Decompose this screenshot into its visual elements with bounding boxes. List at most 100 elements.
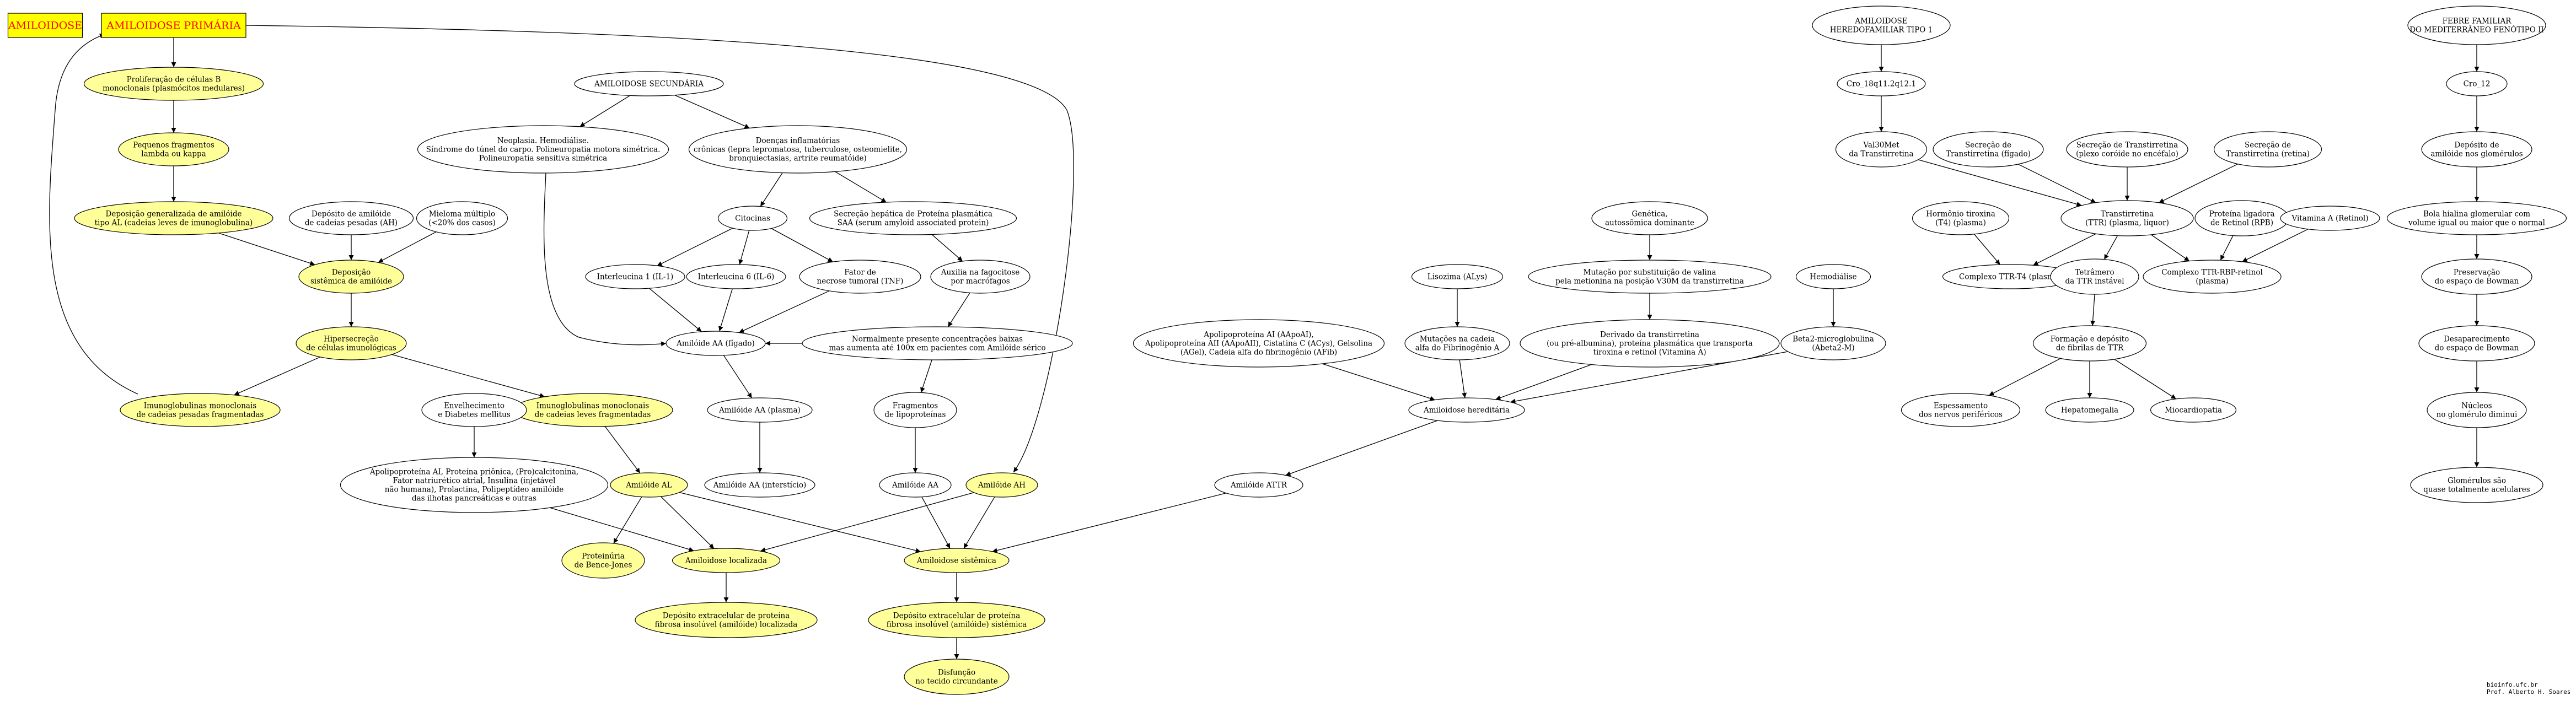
node-genetica: Genética,autossômica dominante [1591, 201, 1708, 235]
node-label-line: por macrófagos [951, 277, 1010, 286]
node-deposito-sistemica: Depósito extracelular de proteínafibrosa… [868, 602, 1045, 638]
node-hormonio-tiroxina: Hormônio tiroxina(T4) (plasma) [1912, 201, 2010, 235]
node-label-line: (AGel), Cadeia alfa do fibrinogênio (AFi… [1180, 348, 1337, 357]
node-label-line: Mutações na cadeia [1420, 335, 1495, 344]
node-shape [904, 659, 1010, 695]
node-shape [672, 548, 781, 573]
node-label-line: Bola hialina glomerular com [2423, 210, 2530, 219]
node-label-line: AMILOIDOSE SECUNDÁRIA [594, 80, 704, 89]
edge-il6-to-amiloide_aa_figado [718, 288, 733, 332]
node-shape [2410, 467, 2543, 503]
node-label-line: Citocinas [735, 214, 770, 223]
node-amiloidose-localizada: Amiloidose localizada [672, 548, 781, 573]
edge-val30met-to-transtirretina [1918, 159, 2082, 207]
node-label-line: Glomérulos são [2448, 477, 2506, 486]
node-miocardiopatia: Miocardiopatia [2150, 397, 2237, 423]
node-label-line: SAA (serum amyloid associated protein) [838, 219, 989, 228]
node-label-line: Deposição [332, 268, 371, 277]
node-label-line: Síndrome do túnel do carpo. Polineuropat… [426, 145, 661, 154]
node-label-line: Tetrâmero [2075, 268, 2114, 277]
node-shape [1214, 472, 1303, 498]
node-shape [1837, 71, 1926, 96]
node-label-line: alfa do Fibrinogênio A [1415, 344, 1500, 353]
edge-amiloide_al-to-amiloidose_sistemica [679, 492, 921, 553]
node-label-line: quase totalmente acelulares [2423, 486, 2530, 494]
node-label-line: Amilóide AA [892, 481, 938, 490]
node-label-line: Interleucina 1 (IL-1) [597, 273, 674, 282]
node-shape [1780, 326, 1886, 360]
node-hepatomegalia: Hepatomegalia [2045, 397, 2134, 423]
node-shape [1411, 264, 1504, 289]
node-label-line: Secreção de [1965, 141, 2011, 150]
node-shape [965, 472, 1038, 498]
node-label-line: Vitamina A (Retinol) [2291, 214, 2368, 223]
node-label-line: monoclonais (plasmócitos medulares) [103, 84, 245, 93]
node-shape [1520, 319, 1780, 368]
node-shape [809, 201, 1017, 235]
node-label-line: de lipoproteínas [885, 411, 946, 419]
node-shape [2060, 200, 2194, 236]
edge-amiloide_ah-to-amiloidose_sistemica [963, 497, 995, 549]
node-shape [298, 260, 404, 294]
node-label-line: Miocardiopatia [2165, 406, 2222, 415]
node-shape [296, 326, 407, 360]
node-shape [1933, 131, 2044, 168]
node-lisozima: Lisozima (ALys) [1411, 264, 1504, 289]
node-label-line: (plexo coróide no encéfalo) [2076, 150, 2178, 159]
node-label-line: Cro_18q11.2q12.1 [1847, 80, 1916, 89]
node-shape [340, 457, 609, 513]
node-label-line: Núcleos [2461, 402, 2492, 411]
node-shape [2213, 131, 2322, 168]
node-label-line: (T4) (plasma) [1935, 219, 1986, 228]
edge-tetramero-to-formacao_fibrilas [2090, 294, 2096, 326]
edge-amiloide_aa_figado-to-amiloide_aa_plasma [723, 355, 753, 398]
node-label-line: de Retinol (RPB) [2210, 219, 2273, 228]
node-label-line: Val30Met [1863, 141, 1899, 150]
node-secrecao-plexo: Secreção de Transtirretina(plexo coróide… [2066, 131, 2188, 168]
edge-il1-to-amiloide_aa_figado [649, 288, 702, 332]
node-label-line: Apolipoproteína AII (AApoAII), Cistatina… [1145, 339, 1372, 348]
node-hemodialise: Hemodiálise [1795, 264, 1871, 289]
node-label-line: Imunoglobulinas monoclonais [144, 402, 256, 411]
node-label-line: dos nervos periféricos [1919, 411, 2003, 419]
node-amiloide-attr: Amilóide ATTR [1214, 472, 1303, 498]
node-shape [421, 393, 527, 427]
node-label-line: Lisozima (ALys) [1427, 273, 1487, 282]
node-shape [688, 125, 908, 174]
edge-amiloide_ah-to-amiloidose_localizada [760, 492, 974, 552]
node-label-line: não humana), Prolactina, Polipeptídeo am… [385, 486, 564, 494]
node-shape [83, 67, 264, 101]
node-label-line: Amilóide AA (fígado) [676, 339, 755, 348]
node-label-line: Genética, [1632, 210, 1667, 219]
node-shape [2427, 392, 2527, 428]
node-shape [1795, 264, 1871, 289]
node-label-line: Derivado da transtirretina [1600, 331, 1699, 339]
node-label-line: Fragmentos [893, 402, 938, 411]
node-shape [2150, 397, 2237, 423]
node-label-line: Amiloidose localizada [685, 557, 767, 565]
node-transtirretina: Transtirretina(TTR) (plasma, líquor) [2060, 200, 2194, 236]
node-shape [1528, 260, 1772, 294]
node-shape [873, 392, 957, 428]
node-label-line: e Diabetes mellitus [438, 411, 511, 419]
node-label-line: Complexo TTR-RBP-retinol [2161, 268, 2263, 277]
node-shape [704, 472, 815, 498]
node-label-line: Proliferação de células B [127, 76, 221, 84]
edge-hipersecrecao-to-ig_pesadas [234, 357, 321, 396]
node-label-line: HEREDOFAMILIAR TIPO 1 [1830, 26, 1933, 35]
node-label-line: Preservação [2454, 268, 2500, 277]
